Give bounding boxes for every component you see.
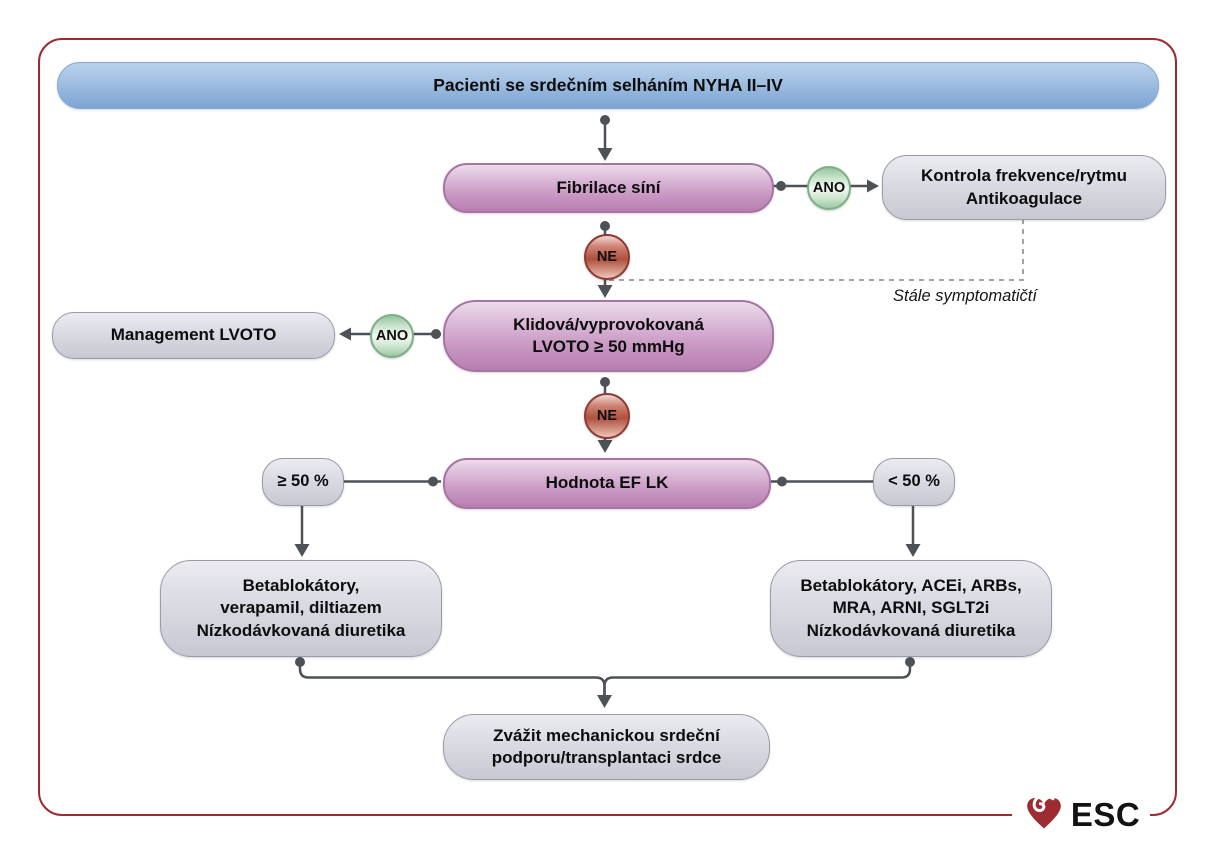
node-lvoto-management: Management LVOTO	[52, 312, 335, 359]
node-advanced-therapy: Zvážit mechanickou srdeční podporu/trans…	[443, 714, 770, 780]
node-medication-hfpef: Betablokátory, verapamil, diltiazem Nízk…	[160, 560, 442, 657]
node-lvoto: Klidová/vyprovokovaná LVOTO ≥ 50 mmHg	[443, 300, 774, 372]
decision-no-fibrillation: NE	[584, 234, 630, 280]
node-label: < 50 %	[888, 472, 940, 491]
node-line: podporu/transplantaci srdce	[491, 748, 722, 767]
node-line: Betablokátory,	[242, 575, 360, 595]
node-patients-banner: Pacienti se srdečním selháním NYHA II–IV	[57, 62, 1159, 109]
node-line: Kontrola frekvence/rytmu	[921, 166, 1127, 186]
esc-logo-text: ESC	[1070, 795, 1141, 833]
node-line: Nízkodávkovaná diuretika	[806, 620, 1016, 640]
decision-label: NE	[596, 249, 618, 265]
node-ef-lt-50: < 50 %	[873, 458, 955, 506]
node-line: Antikoagulace	[965, 188, 1083, 208]
node-medication-hfref: Betablokátory, ACEi, ARBs, MRA, ARNI, SG…	[770, 560, 1052, 657]
decision-yes-fibrillation: ANO	[807, 166, 851, 210]
esc-logo: ESC	[1012, 790, 1150, 838]
node-line: Klidová/vyprovokovaná	[513, 314, 704, 334]
decision-label: ANO	[812, 180, 846, 196]
decision-no-lvoto: NE	[584, 393, 630, 439]
still-symptomatic-label: Stále symptomatičtí	[893, 287, 1037, 305]
outer-border-frame	[38, 38, 1177, 816]
banner-label: Pacienti se srdečním selháním NYHA II–IV	[433, 74, 783, 95]
node-label: Management LVOTO	[110, 325, 277, 345]
node-ef-value: Hodnota EF LK	[443, 458, 771, 509]
node-rate-rhythm-control: Kontrola frekvence/rytmu Antikoagulace	[882, 155, 1166, 220]
node-line: Zvážit mechanickou srdeční	[493, 725, 720, 745]
decision-yes-lvoto: ANO	[370, 314, 414, 358]
node-label: Fibrilace síní	[556, 177, 661, 197]
node-line: LVOTO ≥ 50 mmHg	[532, 337, 685, 356]
esc-heart-icon	[1026, 794, 1061, 829]
node-ef-ge-50: ≥ 50 %	[262, 458, 344, 506]
node-label: Hodnota EF LK	[545, 473, 669, 493]
node-line: Nízkodávkovaná diuretika	[196, 620, 406, 640]
node-line: verapamil, diltiazem	[220, 598, 382, 618]
node-atrial-fibrillation: Fibrilace síní	[443, 163, 774, 213]
decision-label: NE	[596, 408, 618, 424]
node-line: Betablokátory, ACEi, ARBs,	[800, 575, 1022, 595]
decision-label: ANO	[375, 328, 409, 344]
node-line: MRA, ARNI, SGLT2i	[832, 598, 990, 618]
node-label: ≥ 50 %	[277, 472, 329, 491]
